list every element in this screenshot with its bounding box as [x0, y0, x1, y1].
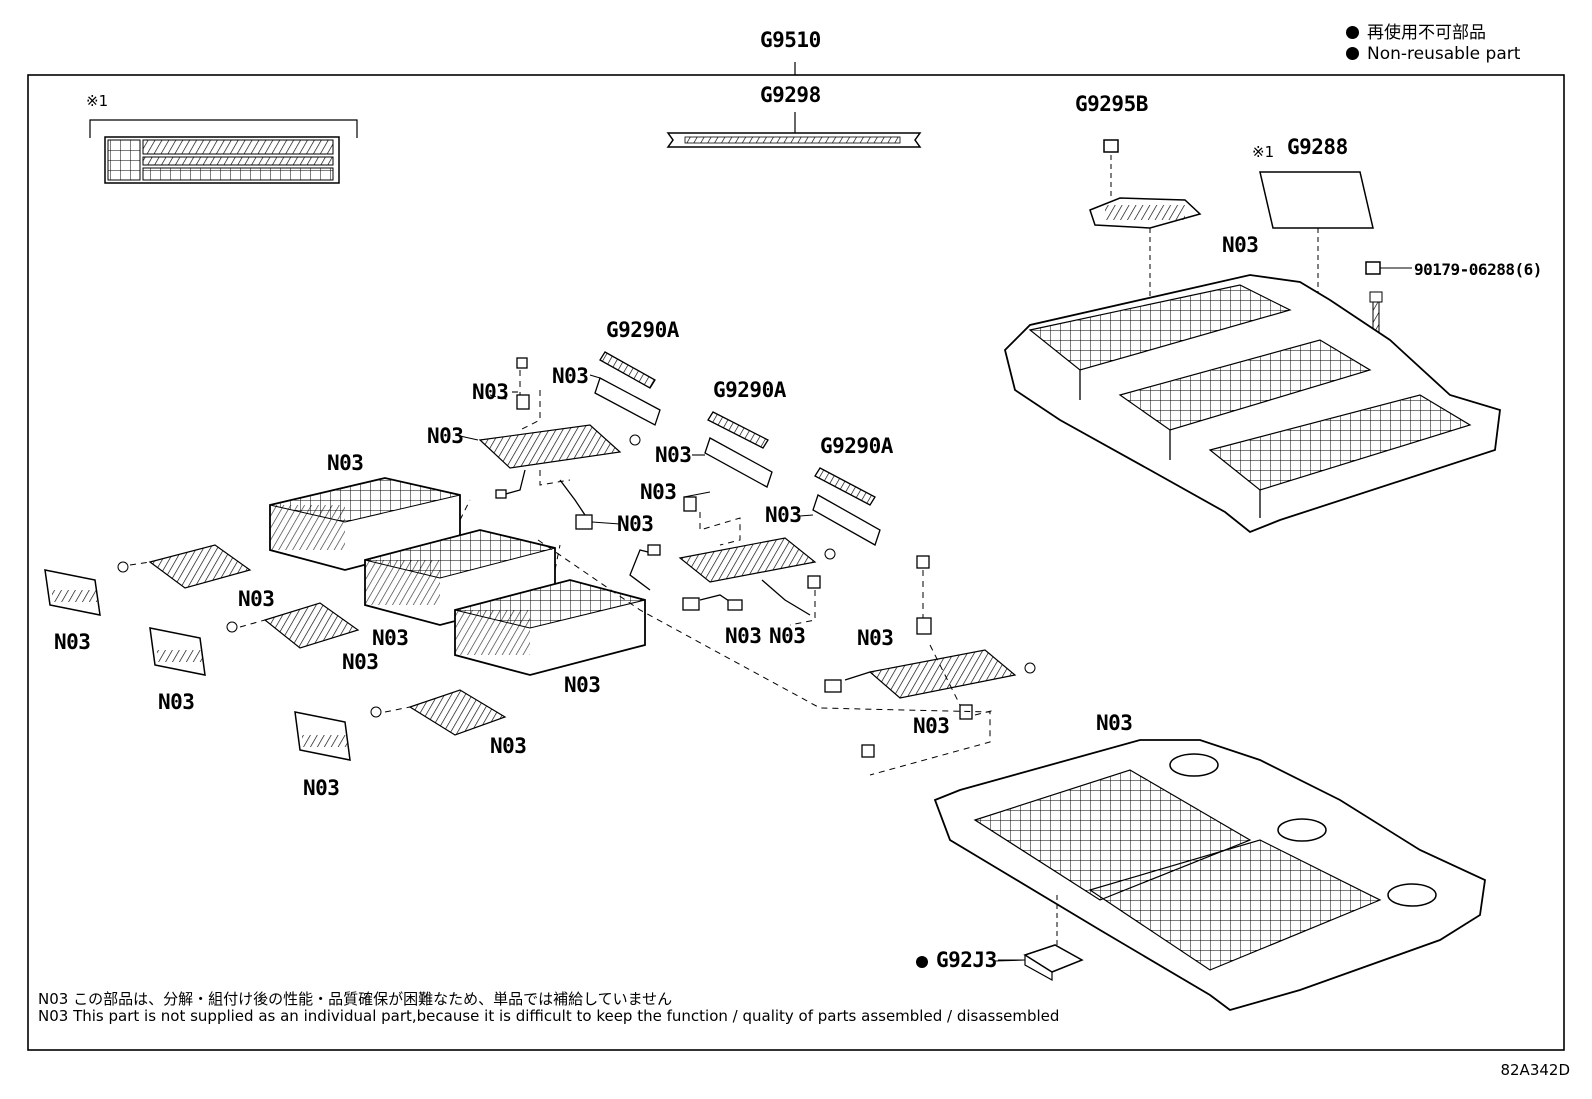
label-n03-i: N03: [238, 587, 275, 611]
bus-bar-module-1: [117, 544, 252, 589]
lower-tray-part: [933, 739, 1486, 1011]
label-g9290a-3: G9290A: [820, 434, 893, 458]
wire-harnesses: [495, 357, 973, 758]
strap-part: [666, 132, 922, 148]
label-caution-mark: ※1: [86, 92, 109, 110]
label-leaders: [459, 267, 1412, 962]
spacer-part: [916, 944, 1084, 982]
caution-label-part: [89, 119, 358, 184]
label-n03-n: N03: [769, 624, 806, 648]
label-g9510: G9510: [760, 28, 821, 52]
bus-bar-module-4: [478, 424, 641, 469]
label-n03-r: N03: [913, 714, 950, 738]
label-n03-g: N03: [765, 503, 802, 527]
label-g9288: G9288: [1287, 135, 1348, 159]
non-reusable-dot-icon: [1346, 47, 1359, 60]
bus-bar-cover-1: [594, 351, 661, 426]
label-bolt: 90179-06288(6): [1414, 260, 1542, 279]
pad-part: [1259, 171, 1374, 320]
label-n03-a: N03: [472, 380, 509, 404]
bus-bar-module-5: [678, 537, 836, 583]
note-jp: N03 この部品は、分解・組付け後の性能・品質確保が困難なため、単品では補給して…: [38, 990, 673, 1008]
label-g92j3: G92J3: [936, 948, 997, 972]
bolt-part: [1365, 261, 1412, 410]
label-g9298: G9298: [760, 83, 821, 107]
label-n03-c: N03: [427, 424, 464, 448]
non-reusable-dot-icon: [1346, 26, 1359, 39]
label-n03-m: N03: [725, 624, 762, 648]
label-n03-k: N03: [372, 626, 409, 650]
label-n03-upper-case: N03: [1222, 233, 1259, 257]
label-g9290a-2: G9290A: [713, 378, 786, 402]
end-plate-1: [44, 569, 101, 616]
label-n03-u: N03: [303, 776, 340, 800]
label-n03-h: N03: [617, 512, 654, 536]
bus-bar-cover-2: [704, 411, 773, 488]
diagram-frame: [27, 74, 1565, 1051]
bus-bar-module-6: [868, 649, 1036, 699]
legend-text: 再使用不可部品: [1367, 23, 1486, 43]
label-n03-j: N03: [54, 630, 91, 654]
legend-item-en: Non-reusable part: [1346, 44, 1520, 64]
label-n03-p: N03: [564, 673, 601, 697]
label-n03-q: N03: [158, 690, 195, 714]
bus-bar-module-3: [370, 689, 507, 736]
label-n03-s: N03: [1096, 711, 1133, 735]
label-g9288-mark: ※1: [1252, 143, 1275, 161]
battery-module-1: [269, 477, 461, 571]
assembly-guide-lines: [129, 370, 996, 776]
end-plate-3: [294, 711, 351, 761]
label-n03-b: N03: [552, 364, 589, 388]
drawing-code: 82A342D: [1500, 1061, 1570, 1079]
label-n03-o: N03: [857, 626, 894, 650]
label-n03-e: N03: [655, 443, 692, 467]
label-n03-f: N03: [640, 480, 677, 504]
legend-text: Non-reusable part: [1367, 44, 1521, 64]
upper-case-part: [1004, 274, 1501, 534]
bus-bar-cover-3: [812, 467, 881, 546]
clip-and-cover-part: [1089, 139, 1202, 390]
bus-bar-module-2: [226, 602, 360, 649]
battery-module-3: [454, 579, 646, 676]
note-en: N03 This part is not supplied as an indi…: [38, 1007, 1060, 1025]
label-g9290a-1: G9290A: [606, 318, 679, 342]
label-n03-t: N03: [490, 734, 527, 758]
legend-item-jp: 再使用不可部品: [1346, 18, 1486, 43]
label-n03-l: N03: [342, 650, 379, 674]
label-n03-d: N03: [327, 451, 364, 475]
end-plate-2: [149, 627, 206, 676]
label-g9295b: G9295B: [1075, 92, 1148, 116]
